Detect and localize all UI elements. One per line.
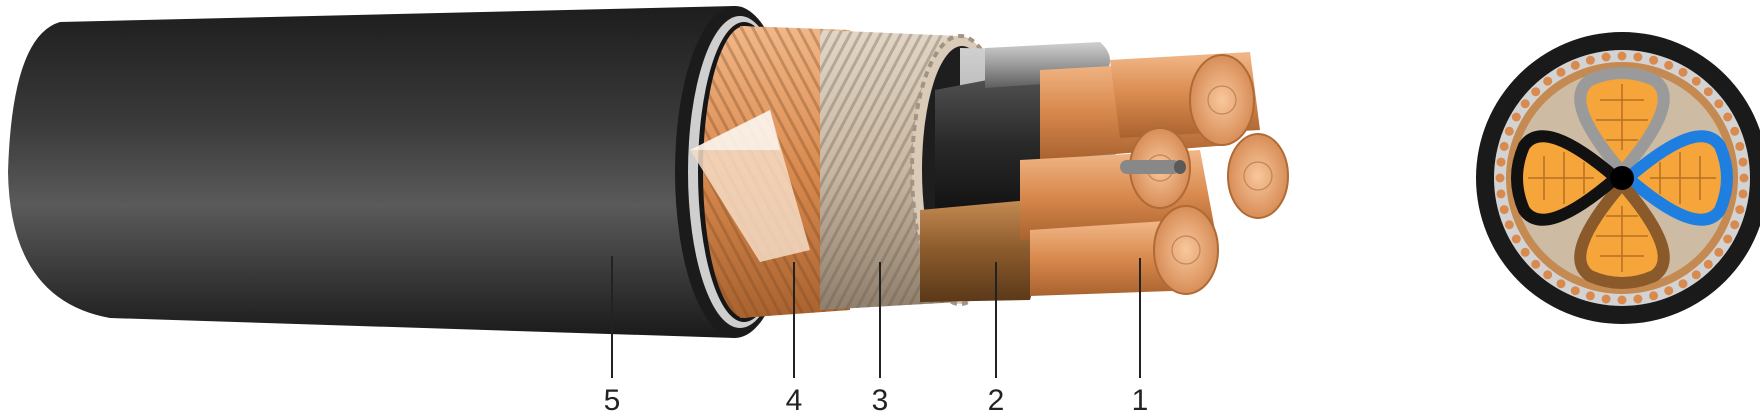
screen-wire-dot [1703, 87, 1713, 97]
screen-wire-dot [1617, 295, 1627, 305]
screen-wire-dot [1730, 126, 1740, 136]
cable-cross-section [1476, 32, 1760, 324]
screen-wire-dot [1504, 220, 1514, 230]
screen-wire-dot [1691, 76, 1701, 86]
callout-label-2: 2 [988, 384, 1005, 416]
screen-wire-dot [1601, 52, 1611, 62]
screen-wire-dot [1496, 157, 1506, 167]
callouts: 5 4 3 2 1 [604, 256, 1149, 416]
screen-wire-dot [1633, 52, 1643, 62]
screen-wire-dot [1649, 291, 1659, 301]
screen-wire-dot [1738, 189, 1748, 199]
screen-wire-dot [1556, 279, 1566, 289]
screen-wire-dot [1585, 55, 1595, 65]
screen-wire-dot [1511, 234, 1521, 244]
copper-wire-screen [690, 26, 850, 318]
screen-wire-dot [1520, 99, 1530, 109]
screen-wire-dot [1504, 126, 1514, 136]
screen-wire-ring [1495, 51, 1749, 305]
callout-label-1: 1 [1132, 384, 1149, 416]
screen-wire-dot [1735, 205, 1745, 215]
cable-cutaway [8, 6, 1289, 338]
screen-wire-dot [1739, 173, 1749, 183]
screen-wire-dot [1723, 234, 1733, 244]
screen-wire-dot [1556, 67, 1566, 77]
screen-wire-dot [1496, 189, 1506, 199]
screen-wire-dot [1664, 286, 1674, 296]
screen-wire-dot [1617, 51, 1627, 61]
screen-wire-dot [1543, 270, 1553, 280]
screen-wire-dot [1664, 60, 1674, 70]
callout-label-3: 3 [872, 384, 889, 416]
screen-wire-dot [1499, 141, 1509, 151]
screen-wire-dot [1730, 220, 1740, 230]
screen-wire-dot [1570, 286, 1580, 296]
screen-wire-dot [1511, 112, 1521, 122]
screen-wire-dot [1531, 87, 1541, 97]
screen-wire-dot [1678, 67, 1688, 77]
screen-wire-dot [1531, 259, 1541, 269]
screen-wire-dot [1499, 205, 1509, 215]
screen-wire-dot [1691, 270, 1701, 280]
copper-conductors [1020, 52, 1289, 296]
outer-sheath [8, 6, 795, 338]
screen-wire-dot [1649, 55, 1659, 65]
screen-wire-dot [1585, 291, 1595, 301]
screen-wire-dot [1520, 247, 1530, 257]
callout-label-4: 4 [786, 384, 803, 416]
screen-wire-dot [1543, 76, 1553, 86]
screen-wire-dot [1703, 259, 1713, 269]
screen-wire-dot [1714, 247, 1724, 257]
screen-wire-dot [1570, 60, 1580, 70]
screen-wire-dot [1714, 99, 1724, 109]
screen-wire-dot [1633, 294, 1643, 304]
callout-label-5: 5 [604, 384, 621, 416]
screen-wire-dot [1735, 141, 1745, 151]
screen-wire-dot [1495, 173, 1505, 183]
screen-wire-dot [1601, 294, 1611, 304]
screen-wire-dot [1678, 279, 1688, 289]
screen-wire-dot [1723, 112, 1733, 122]
screen-wire-dot [1738, 157, 1748, 167]
